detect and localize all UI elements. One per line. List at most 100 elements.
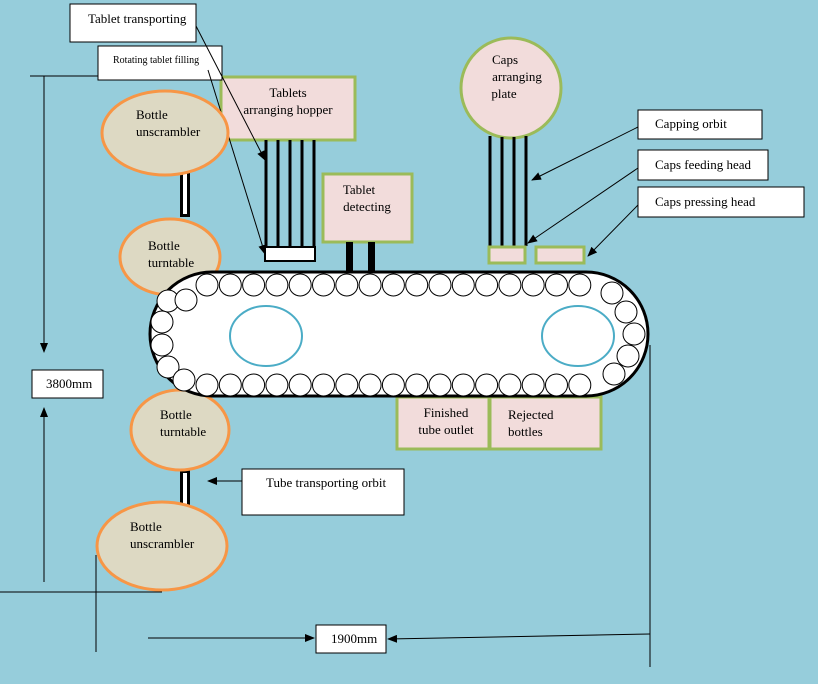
tablet-detecting-label-1: Tablet [343, 182, 376, 197]
bottle-position [614, 300, 638, 324]
bottle-turntable-bottom-label-1: Bottle [160, 407, 192, 422]
bottle-unscrambler-top: Bottle unscrambler [100, 89, 230, 177]
bottle-position [156, 355, 180, 379]
bottle-position [451, 373, 475, 397]
bottle-position [428, 273, 452, 297]
hopper-feed-lines [264, 140, 316, 248]
caps-plate-label-2: arranging [492, 69, 542, 84]
bottle-position [381, 373, 405, 397]
callout-caps-feeding-head: Caps feeding head [637, 149, 769, 181]
rotating-tablet-filling-label: Rotating tablet filling [113, 55, 199, 66]
caps-plate-label-3: plate [491, 86, 516, 101]
bottle-position [358, 373, 382, 397]
finished-outlet-label-1: Finished [424, 405, 469, 420]
bottle-position [545, 373, 568, 397]
width-dimension-label: 1900mm [331, 631, 377, 646]
bottle-position [602, 362, 626, 386]
dimension-height-box: 3800mm [31, 369, 104, 399]
tablets-hopper-label-1: Tablets [269, 85, 306, 100]
detector-leg-right [368, 242, 375, 274]
detector-leg-left [346, 242, 353, 274]
callout-tube-transporting-orbit: Tube transporting orbit [241, 468, 405, 516]
rejected-bottles: Rejected bottles [488, 395, 603, 451]
caps-plate-label-1: Caps [492, 52, 518, 67]
bottle-position [218, 373, 242, 397]
bottle-turntable-top-label-2: turntable [148, 255, 194, 270]
bottle-position [265, 273, 289, 297]
bottle-position [150, 333, 174, 357]
caps-feeding-head-label: Caps feeding head [655, 157, 752, 172]
bottle-position [218, 273, 242, 297]
bottle-position [195, 373, 219, 397]
bottle-unscrambler-top-label-1: Bottle [136, 107, 168, 122]
conveyor-track [148, 270, 650, 398]
bottle-position [312, 273, 335, 297]
bottle-position [498, 273, 522, 297]
bottle-position [405, 373, 429, 397]
callout-tablet-transporting: Tablet transporting [69, 3, 197, 43]
finished-outlet-label-2: tube outlet [418, 422, 474, 437]
finished-tube-outlet: Finished tube outlet [395, 395, 491, 451]
bottle-position [288, 273, 312, 297]
bottle-position [242, 373, 266, 397]
bottle-position [622, 322, 646, 346]
bottle-position [358, 273, 382, 297]
height-dimension-label: 3800mm [46, 376, 92, 391]
callout-caps-pressing-head: Caps pressing head [637, 186, 805, 218]
caps-pressing-head [534, 245, 586, 265]
callout-rotating-tablet-filling: Rotating tablet filling [97, 45, 223, 81]
bottle-position [335, 373, 359, 397]
bottle-position [568, 373, 592, 397]
bottle-position [150, 310, 174, 334]
bottle-position [242, 273, 266, 297]
tablet-transporting-label: Tablet transporting [88, 11, 187, 26]
bottle-position [335, 273, 359, 297]
tablet-detecting-label-2: detecting [343, 199, 391, 214]
bottle-turntable-top-label-1: Bottle [148, 238, 180, 253]
rejected-label-1: Rejected [508, 407, 554, 422]
bottle-position [600, 281, 624, 305]
bottle-position [475, 273, 499, 297]
caps-feeding-head [487, 245, 527, 265]
tube-transporting-orbit-label: Tube transporting orbit [266, 475, 387, 490]
bottle-position [172, 368, 196, 392]
bottle-position [428, 373, 452, 397]
callout-capping-orbit: Capping orbit [637, 109, 763, 140]
bottle-position [405, 273, 429, 297]
dimension-width-box: 1900mm [315, 624, 387, 654]
right-sprocket [541, 305, 615, 367]
bottle-position [288, 373, 312, 397]
bottle-turntable-bottom: Bottle turntable [129, 388, 231, 472]
bottle-position [521, 373, 545, 397]
bottle-unscrambler-bottom-label-2: unscrambler [130, 536, 195, 551]
bottle-position [381, 273, 405, 297]
bottle-position [451, 273, 475, 297]
bottle-unscrambler-bottom-label-1: Bottle [130, 519, 162, 534]
caps-pressing-head-label: Caps pressing head [655, 194, 756, 209]
bottle-position [616, 344, 640, 368]
caps-arranging-plate: Caps arranging plate [459, 36, 563, 140]
bottle-unscrambler-bottom: Bottle unscrambler [95, 500, 229, 592]
dimension-lines [0, 75, 651, 667]
bottle-position [568, 273, 592, 297]
tablet-detecting-box: Tablet detecting [321, 172, 414, 244]
left-sprocket [229, 305, 303, 367]
bottle-position [545, 273, 568, 297]
bottle-position [312, 373, 335, 397]
tablets-hopper-label-2: arranging hopper [243, 102, 333, 117]
bottle-position [195, 273, 219, 297]
rejected-label-2: bottles [508, 424, 543, 439]
bottle-position [521, 273, 545, 297]
tablets-arranging-hopper: Tablets arranging hopper [219, 75, 357, 142]
bottle-position [475, 373, 499, 397]
bottle-turntable-bottom-label-2: turntable [160, 424, 206, 439]
bottle-position [498, 373, 522, 397]
rotating-tablet-filling-plate [264, 246, 316, 262]
callout-arrows [195, 25, 639, 485]
bottle-positions [150, 273, 646, 397]
capping-orbit-label: Capping orbit [655, 116, 727, 131]
bottle-position [174, 288, 198, 312]
bottle-position [265, 373, 289, 397]
